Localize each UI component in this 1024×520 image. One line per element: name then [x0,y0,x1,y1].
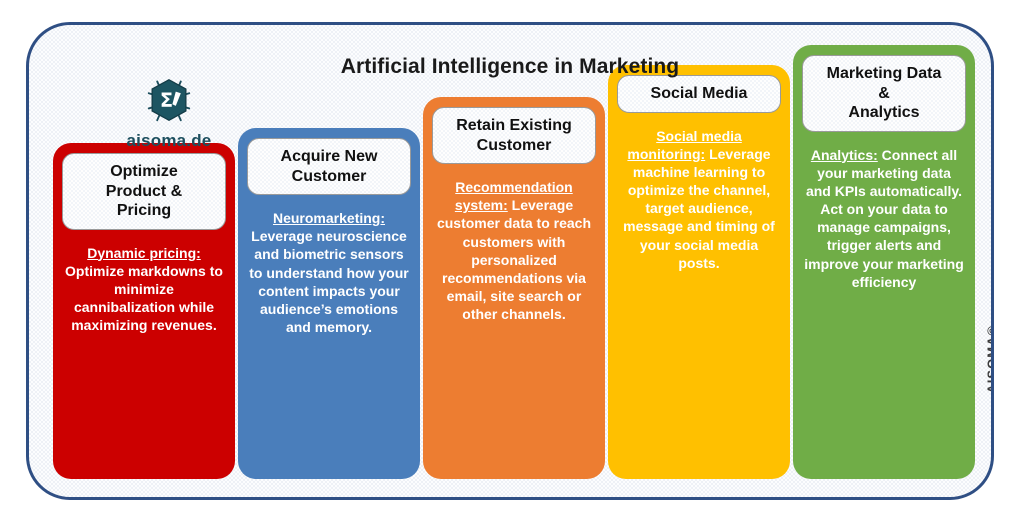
column-header-label: Social Media [650,85,748,102]
column-header-marketing-data-analytics: Marketing Data&Analytics [802,55,966,132]
aisoma-watermark: AISOMA© [985,325,994,394]
column-body-text: Optimize markdowns to minimize cannibali… [65,262,223,334]
column-body-lead: Recommendation system: [454,179,573,214]
column-header-label: Marketing Data&Analytics [826,65,942,122]
svg-text:Σ: Σ [160,89,173,112]
page-title: Artificial Intelligence in Marketing [340,55,680,78]
column-body-marketing-data-analytics: Analytics: Connect all your marketing da… [802,146,966,292]
column-body-lead: Social media monitoring: [627,127,742,162]
brand-logo: Σ aisoma.de [104,73,234,151]
outer-frame: Artificial Intelligence in Marketing Σ a… [26,22,994,500]
column-body-retain-existing-customer: Recommendation system: Leverage customer… [432,178,596,324]
column-header-social-media: Social Media [617,75,781,113]
logo-hexagon-shape [151,79,187,121]
column-body-social-media: Social media monitoring: Leverage machin… [617,127,781,273]
column-body-lead: Dynamic pricing: [87,244,201,261]
column-body-optimize-product-pricing: Dynamic pricing: Optimize markdowns to m… [62,244,226,335]
column-body-text: Leverage customer data to reach customer… [436,197,592,323]
column-body-text: Connect all your marketing data and KPIs… [804,146,964,290]
column-body-lead: Analytics: [810,146,878,163]
column-body-acquire-new-customer: Neuromarketing: Leverage neuroscience an… [247,209,411,336]
column-body-lead: Neuromarketing: [272,210,386,227]
brand-name: aisoma.de [126,131,212,150]
column-body-text: Leverage machine learning to optimize th… [623,145,775,271]
aisoma-hexagon-sigma-logo-icon: Σ [147,79,191,122]
column-body-text: Leverage neuroscience and biometric sens… [249,228,409,336]
